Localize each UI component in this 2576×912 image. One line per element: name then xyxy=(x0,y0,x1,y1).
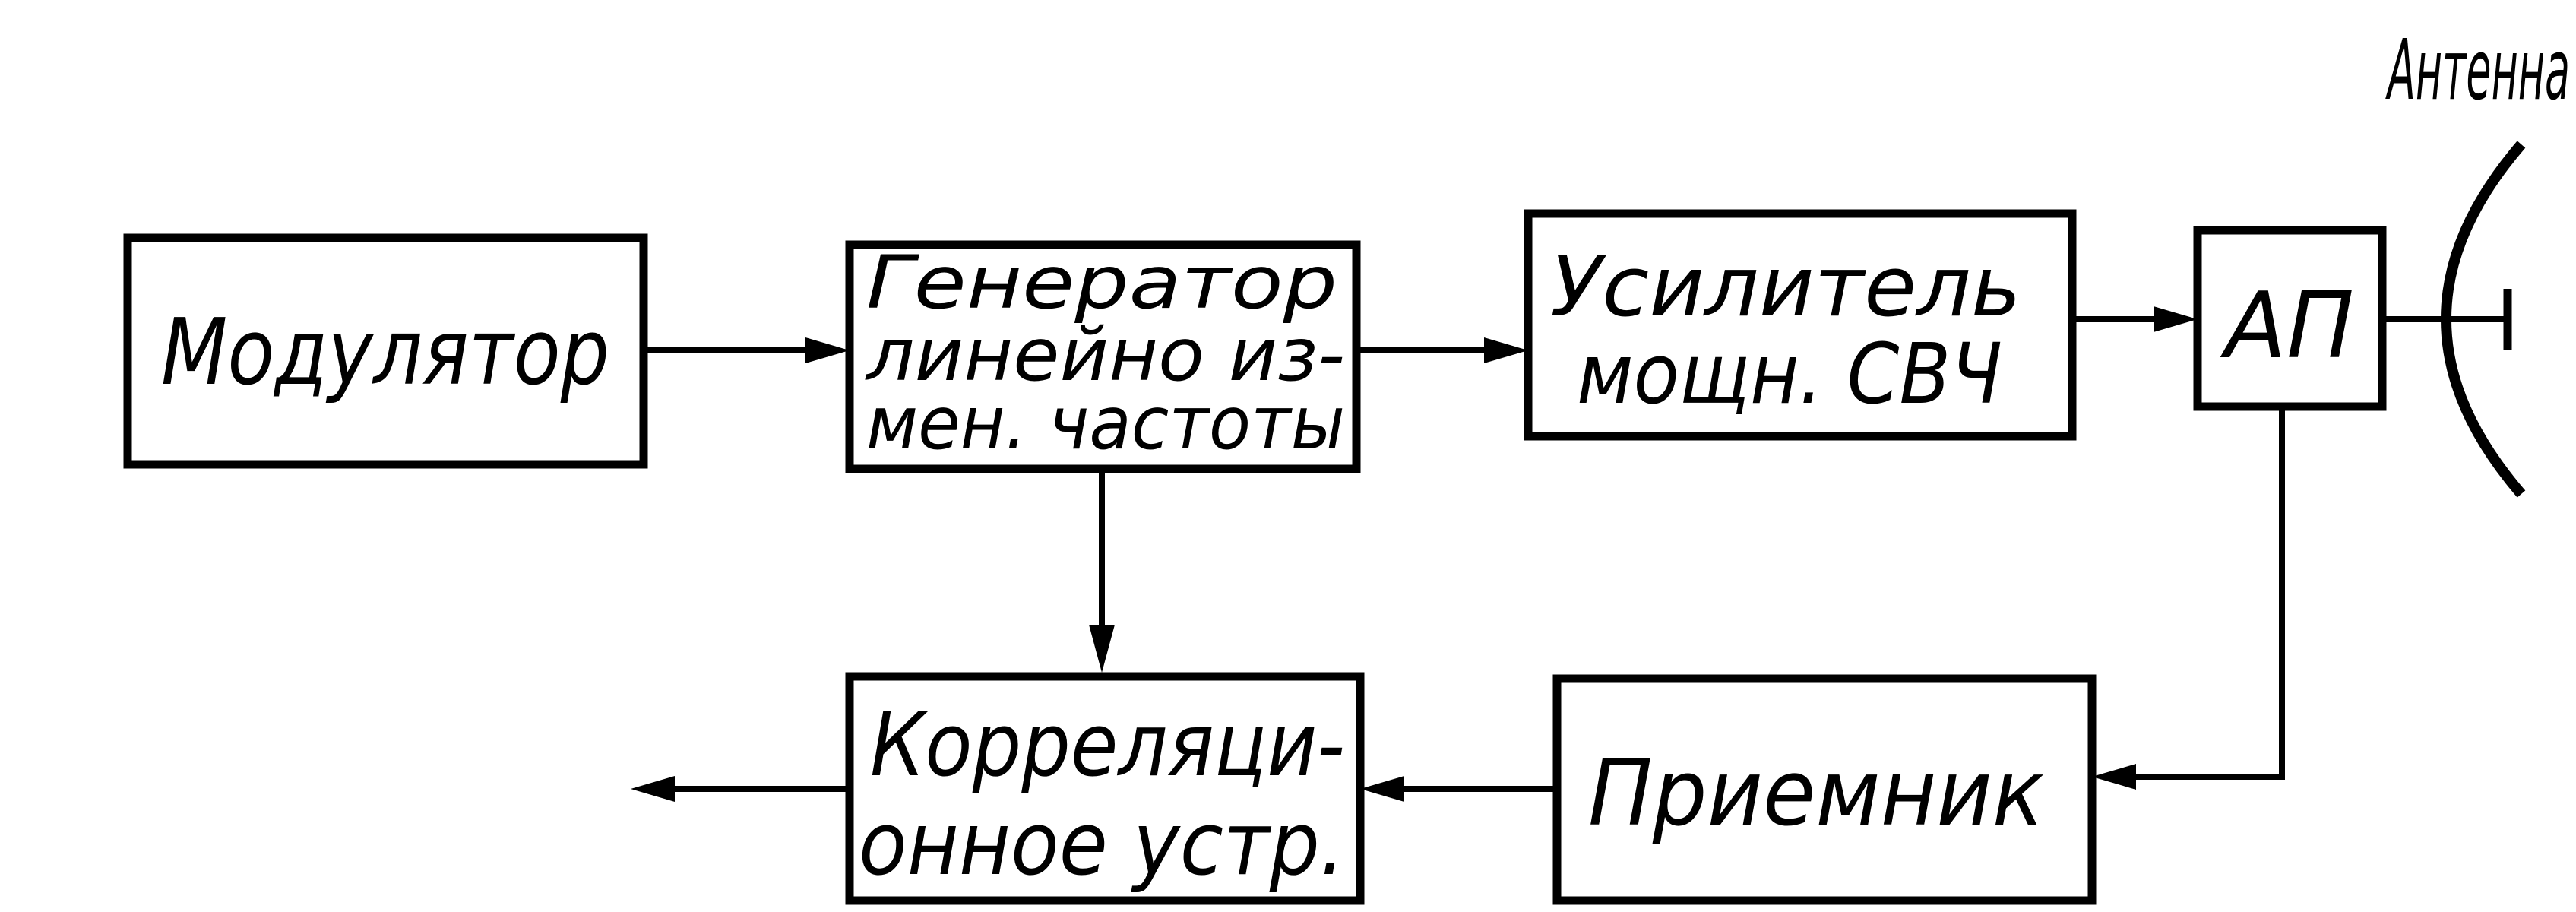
arrowhead-correlator-output xyxy=(631,776,675,802)
generator-label-line-1: Генератор xyxy=(866,240,1337,325)
arrowhead-amplifier-to-ap xyxy=(2154,306,2198,332)
correlator-label-line-1: Корреляци- xyxy=(870,695,1345,796)
correlator-block: Корреляци- онное устр. xyxy=(845,672,1365,905)
antenna: Антенна xyxy=(2385,21,2570,498)
ap-block: АП xyxy=(2193,226,2387,411)
arrowhead-generator-to-correlator xyxy=(1089,625,1115,673)
amplifier-block: Усилитель мощн. СВЧ xyxy=(1524,209,2077,441)
amplifier-label-line-1: Усилитель xyxy=(1550,238,2021,335)
modulator-block: Модулятор xyxy=(123,233,648,469)
arrowhead-ap-to-receiver xyxy=(2092,764,2136,790)
arrowhead-modulator-to-generator xyxy=(805,337,850,363)
modulator-label: Модулятор xyxy=(161,300,609,406)
generator-label-line-3: мен. частоты xyxy=(866,381,1345,466)
generator-block: Генератор линейно из- мен. частоты xyxy=(845,240,1361,473)
correlator-label-line-2: онное устр. xyxy=(859,793,1345,895)
arrowhead-receiver-to-correlator xyxy=(1360,776,1404,802)
generator-label-line-2: линейно из- xyxy=(865,312,1345,397)
ap-label: АП xyxy=(2220,274,2354,379)
connections xyxy=(631,306,2508,802)
receiver-label: Приемник xyxy=(1588,741,2044,847)
wire-ap-to-receiver xyxy=(2128,407,2285,780)
antenna-label: Антенна xyxy=(2385,21,2570,119)
arrowhead-generator-to-amplifier xyxy=(1484,337,1528,363)
amplifier-label-line-2: мощн. СВЧ xyxy=(1577,325,2002,423)
receiver-block: Приемник xyxy=(1552,674,2097,905)
antenna-reflector xyxy=(2441,141,2526,498)
